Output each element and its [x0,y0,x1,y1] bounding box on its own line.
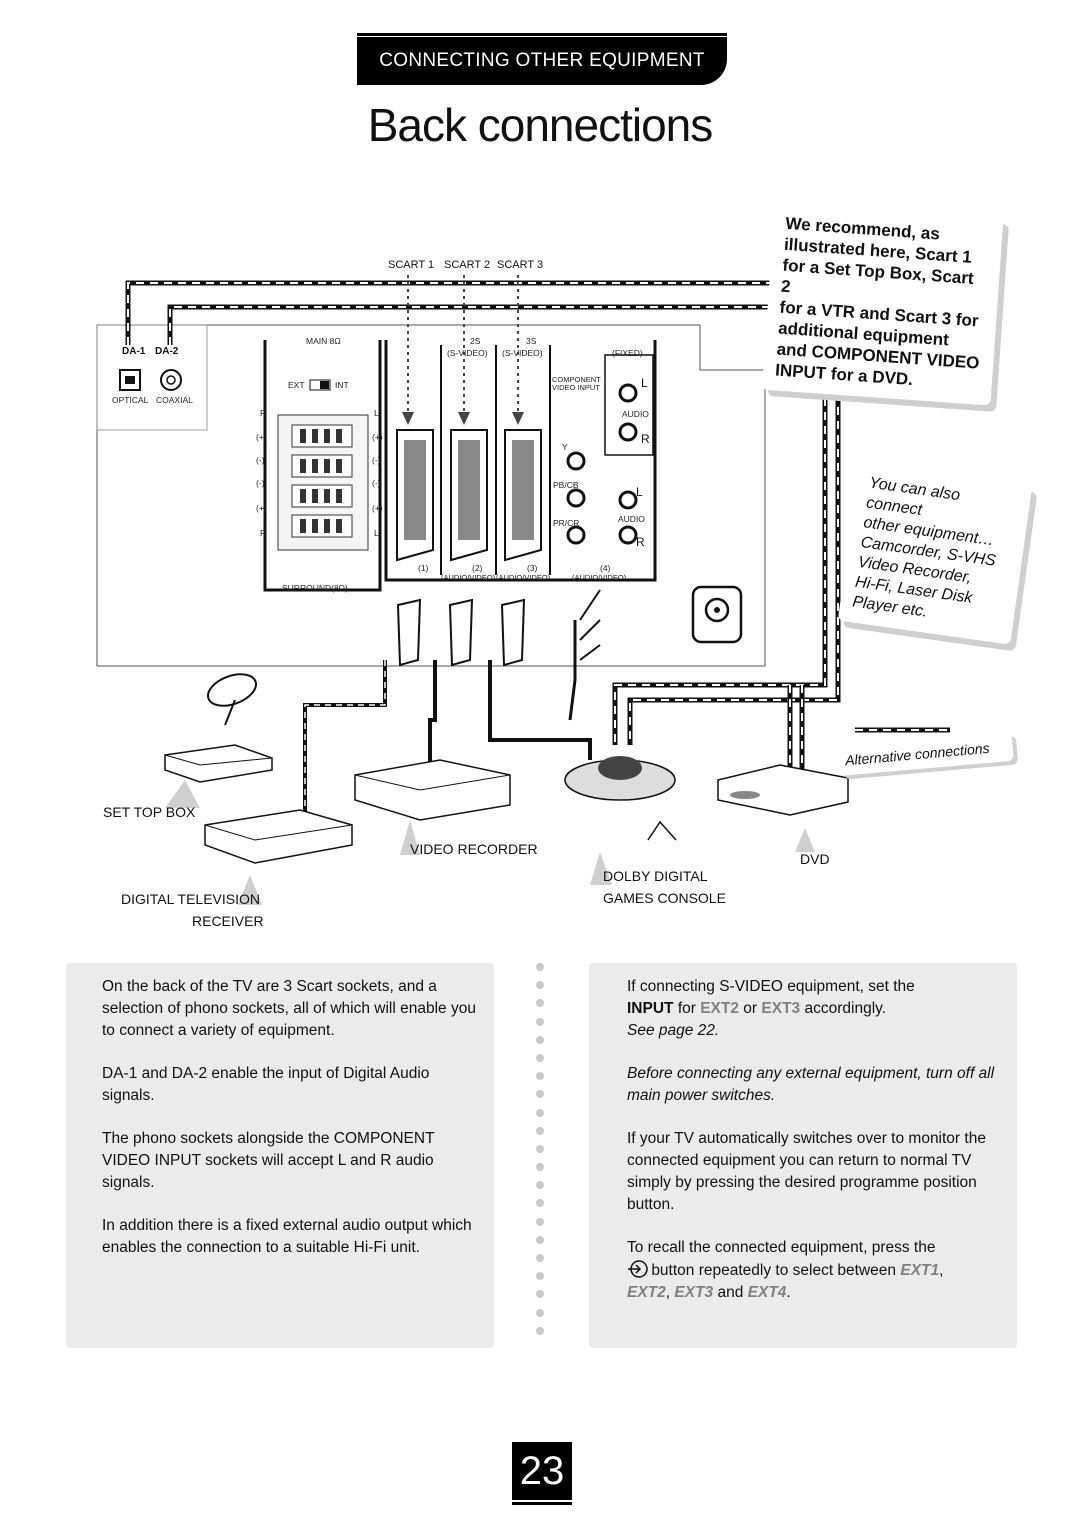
page-number-rule [512,1502,572,1505]
ext3-keyword-b: EXT3 [674,1284,714,1301]
left-paragraph-2: DA-1 and DA-2 enable the input of Digita… [102,1065,430,1104]
dolby-digital-label: DOLBY DIGITAL [603,868,708,884]
page-number: 23 [512,1442,572,1500]
svideo-2-label: (S-VIDEO) [447,348,488,358]
or-word: or [743,1000,758,1017]
header-rule [357,33,727,36]
section-title: CONNECTING OTHER EQUIPMENT [379,50,705,71]
da1-label: DA-1 [122,346,146,357]
recall-instruction-2: button repeatedly to select between [651,1262,897,1279]
left-paragraph-4: In addition there is a fixed external au… [102,1217,472,1256]
sign-1-right: (+) [372,432,383,442]
fixed-l-label: L [641,376,648,390]
left-paragraph-1: On the back of the TV are 3 Scart socket… [102,978,476,1039]
svideo-3s-label: 3S [526,336,537,346]
sign-3-right: (-) [372,478,381,488]
input-button-icon [627,1259,648,1279]
pr-cr-label: PR/CR [553,518,580,528]
video-recorder-label: VIDEO RECORDER [410,841,538,857]
av-label-3: (AUDIO/VIDEO) [496,573,551,582]
speaker-l-top: L [374,408,379,418]
ext-label: EXT [288,380,305,390]
receiver-label: RECEIVER [192,913,264,929]
sign-2-left: (-) [256,455,265,465]
connection-diagram: SCART 1 SCART 2 SCART 3 DA-1 DA-2 OPTICA… [0,180,1080,940]
ext4-label: (4) [600,563,611,573]
coaxial-label: COAXIAL [156,395,193,405]
da2-label: DA-2 [155,346,179,357]
surround-label: SURROUND(8Ω) [282,583,348,593]
ext3-keyword: EXT3 [761,1000,801,1017]
input-keyword: INPUT [627,1000,674,1017]
other-equipment-note: You can also connect other equipment… Ca… [837,462,1033,645]
sign-4-left: (+) [256,503,267,513]
ext4-keyword: EXT4 [747,1284,787,1301]
scart-3-label: SCART 3 [497,259,544,271]
main-speaker-label: MAIN 8Ω [306,336,341,346]
svideo-2s-label: 2S [470,336,481,346]
section-tab: CONNECTING OTHER EQUIPMENT [357,37,727,85]
component-l-label: L [636,485,643,499]
recommend-note: We recommend, as illustrated here, Scart… [761,202,1004,406]
right-paragraph-4: To recall the connected equipment, press… [627,1239,944,1301]
right-paragraph-3: If your TV automatically switches over t… [627,1130,986,1213]
right-paragraph-2: Before connecting any external equipment… [627,1065,995,1104]
av-label-2: (AUDIO/VIDEO) [441,573,496,582]
y-label: Y [562,442,568,452]
speaker-r-top: R [260,408,267,418]
sign-3-left: (-) [256,478,265,488]
recall-instruction: To recall the connected equipment, press… [627,1239,936,1256]
audio-component-label: AUDIO [618,514,645,524]
ext3-label: (3) [527,563,538,573]
ext1-label: (1) [418,563,429,573]
see-page-reference: See page 22. [627,1022,720,1039]
ext1-keyword: EXT1 [900,1262,940,1279]
digital-television-label: DIGITAL TELEVISION [121,891,261,907]
for-word: for [677,1000,696,1017]
right-info-panel: If connecting S-VIDEO equipment, set the… [589,963,1017,1348]
ext2-label: (2) [472,563,483,573]
games-console-label: GAMES CONSOLE [603,890,726,906]
and-word: and [717,1284,744,1301]
page-title: Back connections [367,99,714,151]
sign-1-left: (+) [256,432,267,442]
av-label-4: (AUDIO/VIDEO) [572,573,627,582]
int-label: INT [335,380,349,390]
left-info-panel: On the back of the TV are 3 Scart socket… [66,963,494,1348]
pb-cb-label: PB/CB [553,480,579,490]
svideo-instruction: If connecting S-VIDEO equipment, set the [627,978,915,995]
right-paragraph-1: If connecting S-VIDEO equipment, set the… [627,976,1007,1042]
sign-2-right: (-) [372,455,381,465]
column-divider-dots [536,963,546,1353]
scart-1-label: SCART 1 [388,259,435,271]
fixed-r-label: R [641,432,650,446]
scart-2-label: SCART 2 [444,259,491,271]
ext2-keyword: EXT2 [700,1000,739,1017]
fixed-label: (FIXED) [612,348,643,358]
ext2-keyword-b: EXT2 [627,1284,666,1301]
diagram-graphics [96,275,950,905]
svideo-3-label: (S-VIDEO) [502,348,543,358]
accordingly-word: accordingly. [804,1000,887,1017]
component-r-label: R [636,535,645,549]
speaker-r-bottom: R [260,528,267,538]
speaker-l-bottom: L [374,528,379,538]
audio-fixed-label: AUDIO [622,409,649,419]
component-video-input-label: COMPONENT VIDEO INPUT [552,375,601,392]
set-top-box-label: SET TOP BOX [103,804,196,820]
dvd-label: DVD [800,851,830,867]
sign-4-right: (+) [372,503,383,513]
left-paragraph-3: The phono sockets alongside the COMPONEN… [102,1130,435,1191]
optical-label: OPTICAL [112,395,149,405]
